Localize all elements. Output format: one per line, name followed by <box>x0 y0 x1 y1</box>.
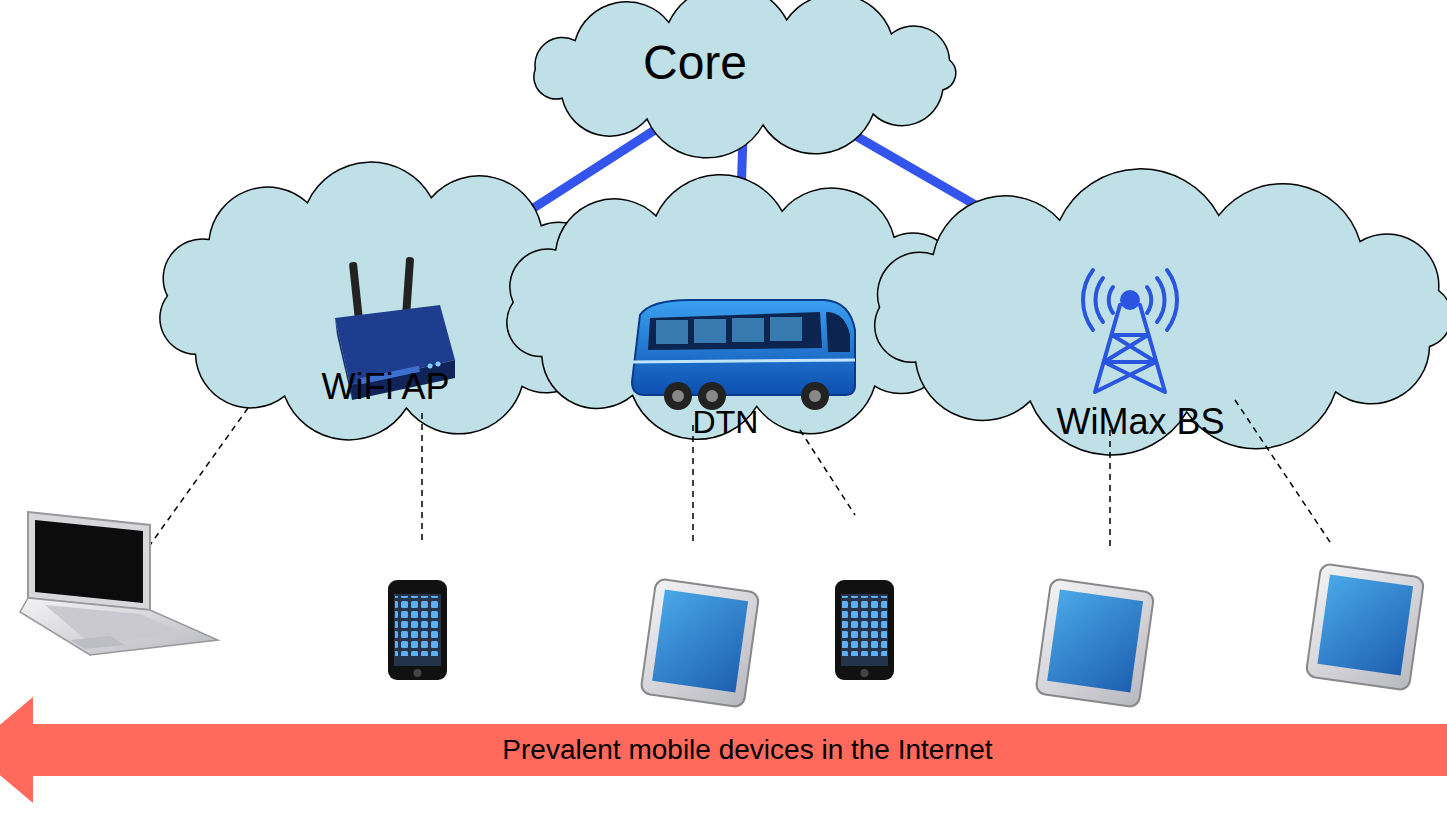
link-line <box>525 124 664 213</box>
banner-text: Prevalent mobile devices in the Internet <box>0 734 1447 766</box>
router-icon <box>335 257 455 400</box>
phone-icon <box>835 580 894 680</box>
arrow-outline <box>0 697 1447 803</box>
cloud-node: Core <box>495 2 995 142</box>
phone-icon <box>388 580 447 680</box>
tablet-icon <box>1035 578 1154 707</box>
tablet-icon <box>1306 563 1425 690</box>
cloud-label: DTN <box>458 404 993 441</box>
cloud-label: WiFi AP <box>123 366 648 407</box>
cloud-label: Core <box>445 35 945 90</box>
cloud-label: WiMax BS <box>803 401 1447 442</box>
bus-icon <box>632 300 855 410</box>
cloud-node: WiMax BS <box>825 182 1447 444</box>
tablet-icon <box>640 578 759 707</box>
leader-lines <box>150 400 1332 548</box>
laptop-icon <box>20 512 218 655</box>
double-arrow-band: Prevalent mobile devices in the Internet <box>0 697 1447 803</box>
tower-icon <box>1083 270 1177 392</box>
